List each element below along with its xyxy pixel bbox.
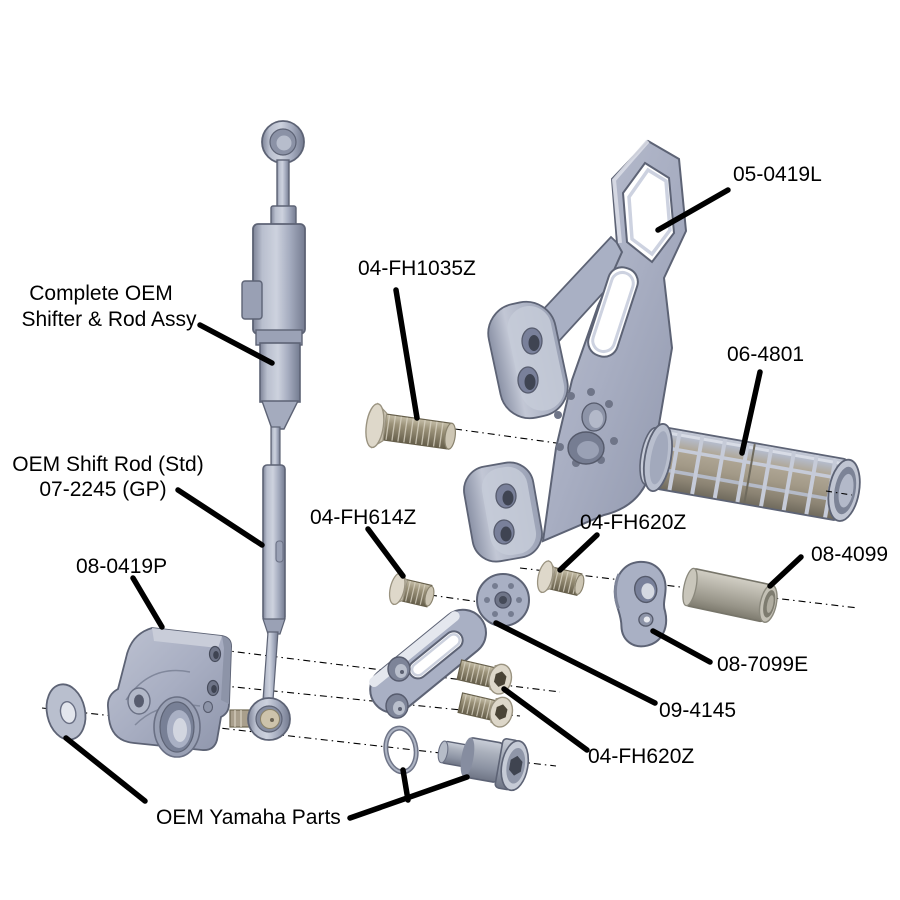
leader-yamaha-oring [400,767,411,803]
leader-06-4801 [739,369,763,456]
shifter-clamp-tab [241,280,263,320]
bolt-04-FH614Z [388,571,435,608]
leader-yamaha-washer [63,735,148,804]
label-shift-rod-line1: OEM Shift Rod (Std) [12,453,203,476]
oem-shifter-rod-assembly [229,120,306,741]
leader-04-FH620Z-bottom [501,686,590,753]
label-08-0419P: 08-0419P [76,555,167,578]
label-04-FH1035Z: 04-FH1035Z [358,257,476,280]
leader-shift-rod [175,487,265,548]
label-04-FH620Z-bottom: 04-FH620Z [588,745,694,768]
plate-slot-cutout [587,266,639,358]
label-oem-shifter-line1: Complete OEM [29,282,173,305]
plate-lower-boss [463,461,543,563]
part-labels: 05-0419L Complete OEM Shifter & Rod Assy… [12,163,888,829]
label-09-4145: 09-4145 [659,699,736,722]
leader-09-4145 [493,620,658,706]
label-oem-shifter-line2: Shifter & Rod Assy [21,308,197,331]
leader-05-0419L [655,187,731,233]
mount-bracket-08-0419P [107,627,232,758]
footpeg-06-4801 [639,423,861,522]
leader-08-4099 [767,554,804,589]
shift-arm-09-4145 [369,573,530,719]
label-06-4801: 06-4801 [727,343,804,366]
label-04-FH620Z-top: 04-FH620Z [580,511,686,534]
plate-peg-mount [554,388,618,467]
leader-04-FH614Z [365,526,406,579]
label-oem-yamaha-parts: OEM Yamaha Parts [156,806,341,829]
leader-lines [63,187,804,821]
leader-08-7099E [650,628,713,665]
label-shift-rod-line2: 07-2245 (GP) [39,478,166,501]
shift-arm-slot [408,630,464,680]
oem-washer [45,683,87,741]
spacer-08-4099 [682,567,778,623]
leader-08-0419P [130,575,165,630]
bolt-04-FH620Z-b [457,692,514,728]
oem-shoulder-bolt [437,737,530,792]
axis-arm-bolt-lower [204,683,521,717]
bolt-04-FH620Z-a [456,659,513,695]
leader-04-FH1035Z [393,287,420,421]
leader-yamaha-bolt [347,774,470,821]
leader-oem-shifter [197,322,275,366]
bolt-04-FH1035Z [365,402,457,450]
main-bracket-plate-05-0419L [463,139,688,563]
heel-plate-08-7099E [613,560,668,648]
label-04-FH614Z: 04-FH614Z [310,506,416,529]
label-05-0419L: 05-0419L [733,163,822,186]
label-08-7099E: 08-7099E [717,653,808,676]
leader-04-FH620Z-top [557,532,600,573]
oem-o-ring [383,725,419,775]
label-08-4099: 08-4099 [811,543,888,566]
rod-end-stud [229,709,251,728]
bolt-04-FH620Z-top [536,559,585,596]
